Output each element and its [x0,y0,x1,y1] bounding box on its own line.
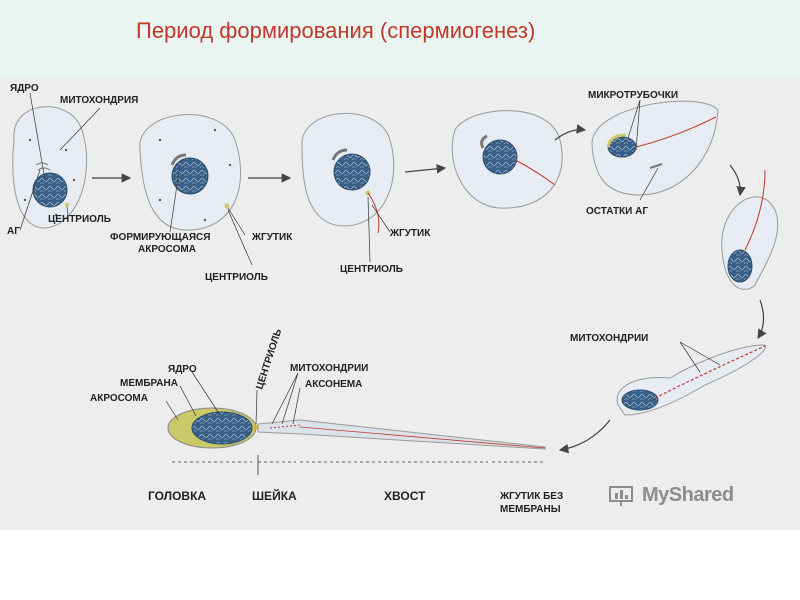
nucleus-6 [727,249,753,283]
flagellum-4 [514,159,556,186]
spermatid-cell-2 [139,114,242,231]
label-mitochondria-6: МИТОХОНДРИИ [570,333,648,344]
label-centriole-final: ЦЕНТРИОЛЬ [254,328,284,391]
nucleus-1 [32,172,68,208]
label-membrane: МЕМБРАНА [120,378,178,389]
spermatid-cell-6 [721,169,779,290]
label-acrosome-forming-2: АКРОСОМА [138,244,196,255]
flagellum-5 [635,116,717,148]
nucleus-4 [482,139,518,175]
label-acrosome: АКРОСОМА [90,393,148,404]
centriole-1 [65,203,69,207]
title-band: Период формирования (спермиогенез) [0,0,800,78]
segment-flagellum-no-membrane-1: ЖГУТИК БЕЗ [499,491,563,502]
label-axoneme: АКСОНЕМА [305,379,362,390]
golgi-remnants [649,163,663,169]
spermatid-cell-1 [12,106,88,229]
progression-arrows [92,124,767,454]
presentation-icon [609,486,633,506]
segment-brackets [172,455,545,475]
spermatid-cell-3 [301,112,395,234]
arrow-5-6 [729,164,746,197]
segment-flagellum-no-membrane-2: МЕМБРАНЫ [500,504,561,515]
label-mitochondrion-1: МИТОХОНДРИЯ [60,95,138,106]
diagram-figure: ЯДРО МИТОХОНДРИЯ АГ ЦЕНТРИОЛЬ ФОРМИРУЮЩА… [0,78,800,530]
forming-acrosome-2 [170,153,187,166]
nucleus-7 [621,389,659,411]
arrow-7-final [558,419,611,454]
label-centriole-2: ЦЕНТРИОЛЬ [205,272,268,283]
segment-tail: ХВОСТ [384,489,426,503]
slide-title: Период формирования (спермиогенез) [136,18,536,43]
nucleus-3 [333,153,371,191]
watermark-text: MyShared [642,484,734,506]
segment-neck: ШЕЙКА [252,488,297,503]
centriole-final [253,424,259,430]
spermatid-cell-4 [451,110,563,209]
label-flagellum-3: ЖГУТИК [389,228,431,239]
label-nucleus-final: ЯДРО [168,364,197,375]
label-mitochondria-final: МИТОХОНДРИИ [290,363,368,374]
spermatid-cell-5 [591,100,719,196]
neck-mitochondria [269,424,301,429]
nucleus-2 [171,157,209,195]
spermatozoon [167,407,546,450]
label-flagellum-2: ЖГУТИК [251,232,293,243]
mitochondrial-sheath-7 [654,345,766,399]
centriole-2 [224,203,230,209]
label-centriole-1: ЦЕНТРИОЛЬ [48,214,111,225]
diagram-canvas: ЯДРО МИТОХОНДРИЯ АГ ЦЕНТРИОЛЬ ФОРМИРУЮЩА… [7,83,779,515]
nucleus-final [191,411,253,445]
leader-lines [19,92,721,425]
label-centriole-3: ЦЕНТРИОЛЬ [340,264,403,275]
axoneme [299,426,546,449]
label-golgi-remnants: ОСТАТКИ АГ [586,206,648,217]
arrow-4-5 [554,124,587,141]
label-acrosome-forming-1: ФОРМИРУЮЩАЯСЯ [110,232,210,243]
label-nucleus-1: ЯДРО [10,83,39,94]
label-golgi-1: АГ [7,226,20,237]
label-microtubules: МИКРОТРУБОЧКИ [588,90,678,101]
arrow-6-7 [757,299,767,340]
arrow-3-4 [404,164,447,174]
watermark: MyShared [608,484,768,508]
segment-head: ГОЛОВКА [148,489,206,503]
spermatid-cell-7 [616,344,767,416]
